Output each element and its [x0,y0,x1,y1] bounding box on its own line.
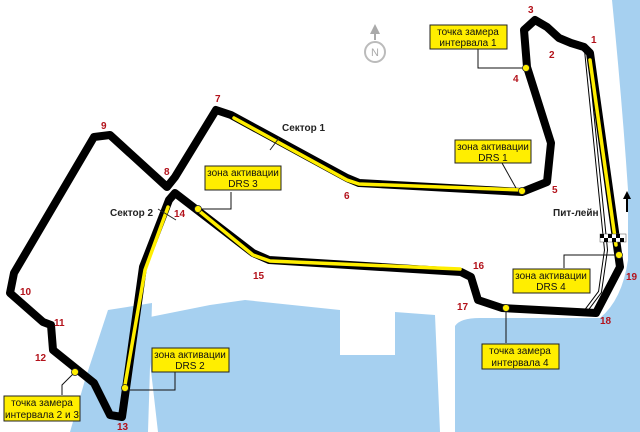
turn-3: 3 [528,5,534,16]
turn-14: 14 [174,209,186,220]
callout-interval-2-3: точка замера интервала 2 и 3 [3,395,81,422]
sector-1-marker [269,137,280,151]
svg-text:DRS 2: DRS 2 [175,361,205,372]
compass-letter: N [371,47,379,59]
turn-6: 6 [344,191,350,202]
sector-1-label: Сектор 1 [282,123,326,134]
callout-interval-1: точка замера интервала 1 [429,24,508,50]
turn-8: 8 [164,167,170,178]
drs-zones [123,58,618,387]
turn-9: 9 [101,121,107,132]
race-track [6,16,624,421]
turn-2: 2 [549,50,555,61]
turn-12: 12 [35,353,47,364]
callout-leaders [61,49,619,395]
sector-2-label: Сектор 2 [110,208,154,219]
turn-11: 11 [54,318,65,329]
turn-16: 16 [473,261,485,272]
turn-5: 5 [552,185,558,196]
north-compass-icon: N [364,24,386,63]
svg-text:интервала 2 и 3: интервала 2 и 3 [5,410,79,421]
turn-18: 18 [600,316,612,327]
turn-numbers: 1 2 3 4 5 6 7 8 9 10 11 12 13 14 15 16 1… [20,5,638,432]
turn-10: 10 [20,287,32,298]
svg-text:точка замера: точка замера [11,398,73,409]
svg-text:DRS 3: DRS 3 [228,179,258,190]
svg-text:зона активации: зона активации [207,168,279,179]
callout-drs-2: зона активации DRS 2 [151,347,230,373]
callout-drs-3: зона активации DRS 3 [204,165,282,191]
turn-7: 7 [215,94,221,105]
svg-text:зона активации: зона активации [457,142,529,153]
turn-13: 13 [117,422,129,432]
turn-17: 17 [457,302,469,313]
marker-dots [71,64,623,392]
turn-19: 19 [626,272,638,283]
svg-text:точка замера: точка замера [437,27,499,38]
svg-text:интервала 1: интервала 1 [439,38,497,49]
svg-text:DRS 4: DRS 4 [536,282,566,293]
svg-text:интервала 4: интервала 4 [491,358,549,369]
svg-text:зона активации: зона активации [154,350,226,361]
callout-drs-4: зона активации DRS 4 [512,268,591,294]
turn-15: 15 [253,271,265,282]
turn-4: 4 [513,74,519,85]
direction-arrow-icon [623,191,631,212]
svg-text:точка замера: точка замера [489,346,551,357]
sector-2-marker [157,208,177,221]
start-finish-flag-icon [599,233,627,243]
svg-text:зона активации: зона активации [515,271,587,282]
turn-1: 1 [591,35,597,46]
svg-text:DRS 1: DRS 1 [478,153,508,164]
callout-interval-4: точка замера интервала 4 [481,343,560,370]
callout-drs-1: зона активации DRS 1 [454,139,532,164]
pit-lane-label: Пит-лейн [553,208,599,219]
